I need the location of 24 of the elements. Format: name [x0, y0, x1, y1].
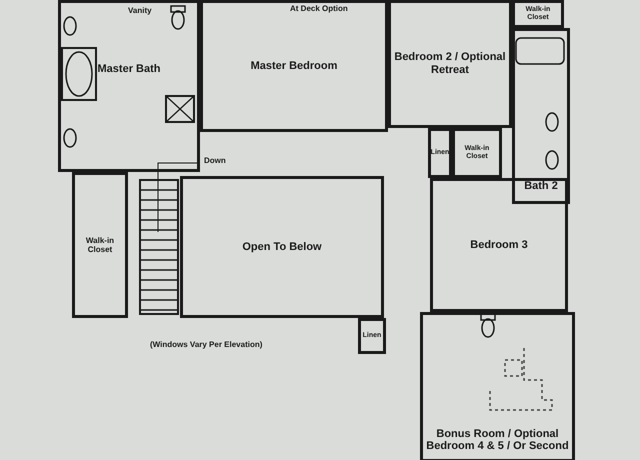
- room-outline: [388, 0, 512, 128]
- room-label: Bedroom 3: [470, 238, 528, 252]
- room-outline: [58, 0, 200, 172]
- room-label: Master Bedroom: [250, 60, 338, 72]
- room-label: Master Bath: [98, 63, 160, 76]
- room-label: Bath 2: [524, 180, 558, 193]
- room-outline: [420, 312, 575, 460]
- room-outline: [452, 128, 502, 178]
- stair-direction-label: Down: [204, 156, 226, 165]
- room-outline: [358, 318, 386, 354]
- note-text: At Deck Option: [290, 4, 348, 13]
- room-label: Bedroom 2 / Optional Retreat: [393, 51, 507, 77]
- room-outline: [200, 0, 388, 132]
- room-label: Open To Below: [242, 240, 322, 254]
- note-text: Vanity: [128, 6, 152, 15]
- room-outline: [72, 172, 128, 318]
- room-outline: [428, 128, 452, 178]
- room-label: Walk-in Closet: [84, 236, 116, 254]
- room-outline: [512, 28, 570, 204]
- room-outline: [430, 178, 568, 312]
- room-outline: [180, 176, 384, 318]
- room-label: Bonus Room / Optional Bedroom 4 & 5 / Or Second: [425, 428, 570, 453]
- room-outline: [512, 0, 564, 28]
- note-text: (Windows Vary Per Elevation): [150, 340, 262, 349]
